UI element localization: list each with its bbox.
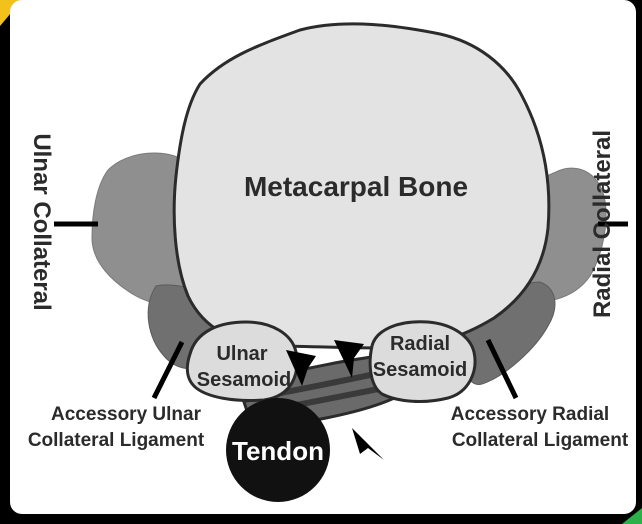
- accessory-radial-label-line2: Collateral Ligament: [452, 430, 629, 451]
- radial-sesamoid-label-line2: Sesamoid: [373, 359, 467, 381]
- accessory-radial-label-line1: Accessory Radial: [451, 404, 609, 425]
- ulnar-sesamoid-label-line2: Sesamoid: [197, 369, 291, 391]
- tendon-label: Tendon: [232, 436, 324, 466]
- ulnar-collateral-label: Ulnar Collateral: [28, 133, 55, 310]
- accessory-ulnar-label-line1: Accessory Ulnar: [51, 404, 202, 425]
- radial-sesamoid-label-line1: Radial: [390, 333, 450, 355]
- radial-collateral-label: Radial Collateral: [589, 130, 616, 318]
- metacarpal-bone-label: Metacarpal Bone: [244, 171, 468, 202]
- ulnar-sesamoid-label-line1: Ulnar: [216, 343, 267, 365]
- accessory-ulnar-label-line2: Collateral Ligament: [28, 430, 205, 451]
